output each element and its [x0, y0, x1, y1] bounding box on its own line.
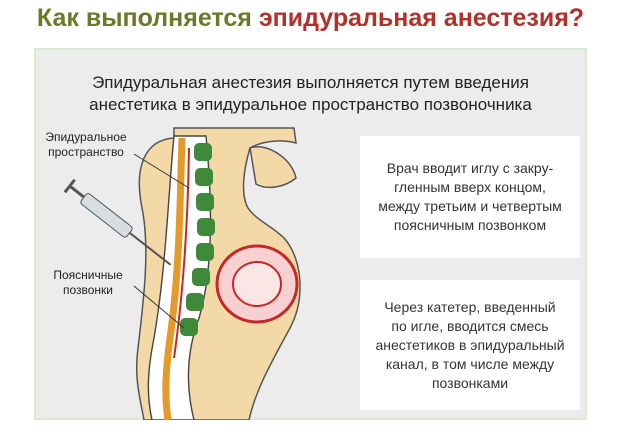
syringe-icon: [63, 178, 172, 266]
fetus-icon: [232, 261, 282, 307]
blood-vessel: [173, 147, 190, 359]
info-box-catheter: Через катетер, введенный по игле, вводит…: [360, 280, 580, 410]
title-part-2: эпидуральная анестезия?: [258, 4, 585, 32]
vertebrae-group: [180, 143, 215, 336]
pointer-lumbar: [133, 285, 185, 329]
diagram-subtitle: Эпидуральная анестезия выполняется путем…: [89, 73, 532, 114]
page-title: Как выполняется эпидуральная анестезия?: [0, 4, 621, 33]
title-part-1: Как выполняется: [36, 4, 252, 32]
spine-illustration: [63, 127, 301, 420]
info-box-catheter-text: Через катетер, введенный по игле, вводит…: [375, 298, 565, 391]
label-epidural-space: Эпидуральное пространство: [45, 130, 127, 159]
info-box-needle: Врач вводит иглу с закру- гленным вверх …: [360, 136, 580, 258]
breast-shape: [249, 146, 297, 189]
diagram-panel: Эпидуральная анестезия выполняется путем…: [34, 48, 587, 420]
label-lumbar-vertebrae: Поясничные позвонки: [53, 268, 123, 297]
info-box-needle-text: Врач вводит иглу с закру- гленным вверх …: [378, 160, 562, 233]
pointer-epidural: [133, 153, 190, 189]
spinal-cord: [162, 137, 186, 420]
